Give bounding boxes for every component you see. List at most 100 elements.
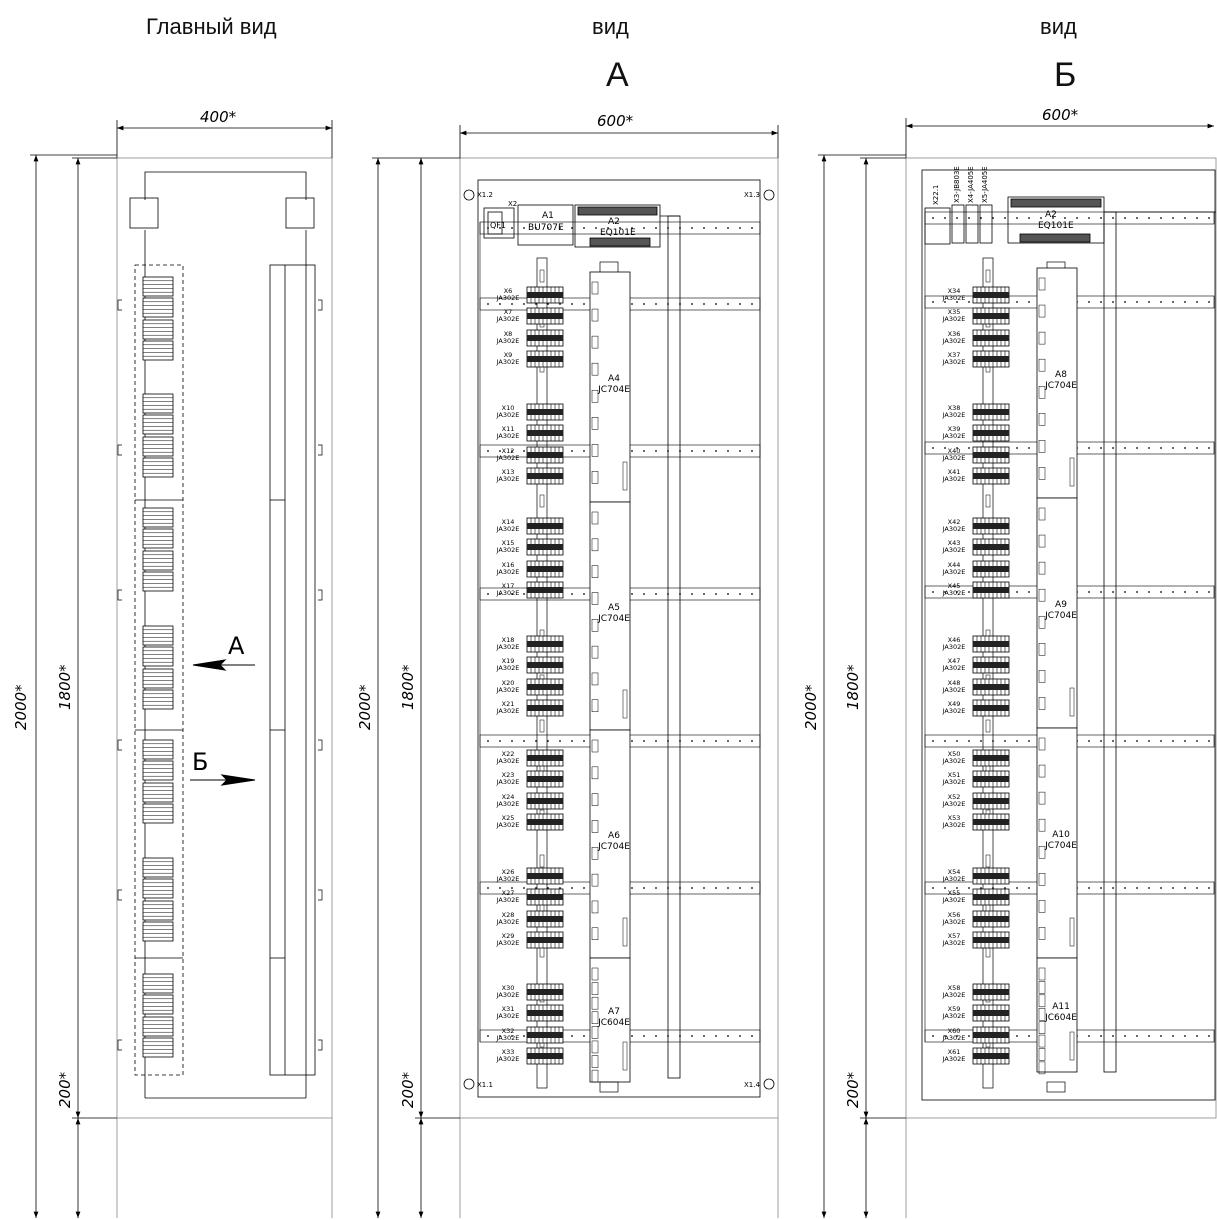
view-a-top-devices [483,204,681,1079]
terminal-profile [142,507,174,528]
b-a2-name: A2 [1045,210,1057,220]
terminal-block [526,538,564,556]
terminal-type: JA302E [942,686,966,694]
terminal-block [526,581,564,599]
terminal-label: X21 [502,700,515,708]
terminal-type: JA302E [496,896,520,904]
terminal-block [972,699,1010,717]
terminal-label: X41 [948,468,961,476]
terminal-type: JA302E [496,315,520,323]
terminal-type: JA302E [942,800,966,808]
terminal-label: X10 [502,404,515,412]
terminal-profile [142,528,174,549]
main-vertical-dims [30,154,117,1218]
rail-slot [539,854,545,868]
module-name: A7 [608,1007,620,1017]
terminal-type: JA302E [942,525,966,533]
terminal-block [972,770,1010,788]
terminal-block [972,656,1010,674]
corner-hole [763,1078,775,1090]
terminal-block [526,931,564,949]
terminal-block [526,446,564,464]
terminal-type: JA302E [496,337,520,345]
terminal-block [526,792,564,810]
module-name: A6 [608,831,620,841]
terminal-type: JA302E [496,643,520,651]
view-arrows [190,659,256,786]
module-name: A4 [608,374,620,384]
terminal-block [972,749,1010,767]
module-name: A11 [1052,1002,1070,1012]
terminal-label: X26 [502,868,515,876]
terminal-profile [142,973,174,994]
corner-x1-2: X1.2 [477,191,493,199]
rail-slot [985,854,991,868]
terminal-block [972,329,1010,347]
terminal-label: X11 [502,425,515,433]
terminal-block [526,286,564,304]
terminal-type: JA302E [496,525,520,533]
bracket [117,1039,122,1051]
terminal-label: X54 [948,868,961,876]
terminal-type: JA302E [496,778,520,786]
view-a-letter: А [606,56,629,94]
terminal-label: X24 [502,793,515,801]
view-b-title: вид [1040,14,1077,39]
terminal-block [972,467,1010,485]
terminal-block [526,424,564,442]
terminal-label: X19 [502,657,515,665]
terminal-type: JA302E [496,294,520,302]
terminal-profile [142,297,174,318]
terminal-type: JA302E [942,475,966,483]
terminal-type: JA302E [942,991,966,999]
terminal-label: X29 [502,932,515,940]
terminal-type: JA302E [496,1034,520,1042]
terminal-type: JA302E [942,315,966,323]
main-dim-2000: 2000* [12,684,30,730]
a2-type: EQ101E [600,228,636,238]
terminal-block [526,656,564,674]
terminal-type: JA302E [942,875,966,883]
terminal-type: JA302E [942,568,966,576]
terminal-block [526,350,564,368]
corner-hole [463,1078,475,1090]
bracket [318,589,323,601]
main-view-cabinet [116,157,333,1218]
terminal-profile [142,739,174,760]
dim-600-b [905,118,1214,158]
terminal-block [972,403,1010,421]
module-type: JC604E [597,1018,630,1028]
corner-x1-1: X1.1 [477,1081,493,1089]
terminal-type: JA302E [496,358,520,366]
terminal-label: X44 [948,561,961,569]
terminal-type: JA302E [942,337,966,345]
view-b-terminal-stack: X34JA302EX35JA302EX36JA302EX37JA302EX38J… [942,257,1010,1089]
terminal-type: JA302E [942,664,966,672]
bracket [117,739,122,751]
terminal-block [526,867,564,885]
terminal-block [972,307,1010,325]
terminal-label: X27 [502,889,515,897]
terminal-type: JA302E [496,1055,520,1063]
terminal-profile [142,857,174,878]
terminal-profile [142,646,174,667]
bracket [318,1039,323,1051]
dim-600a-label: 600* [597,112,634,130]
terminal-block [972,813,1010,831]
terminal-type: JA302E [942,821,966,829]
terminal-profile [142,1016,174,1037]
terminal-type: JA302E [496,454,520,462]
terminal-type: JA302E [496,757,520,765]
terminal-block [972,867,1010,885]
terminal-type: JA302E [496,475,520,483]
terminal-profile [142,550,174,571]
terminal-block [526,560,564,578]
dim-600b-label: 600* [1042,106,1079,124]
terminal-block [972,910,1010,928]
terminal-block [526,678,564,696]
terminal-type: JA302E [942,896,966,904]
terminal-type: JA302E [942,358,966,366]
terminal-label: X31 [502,1005,515,1013]
